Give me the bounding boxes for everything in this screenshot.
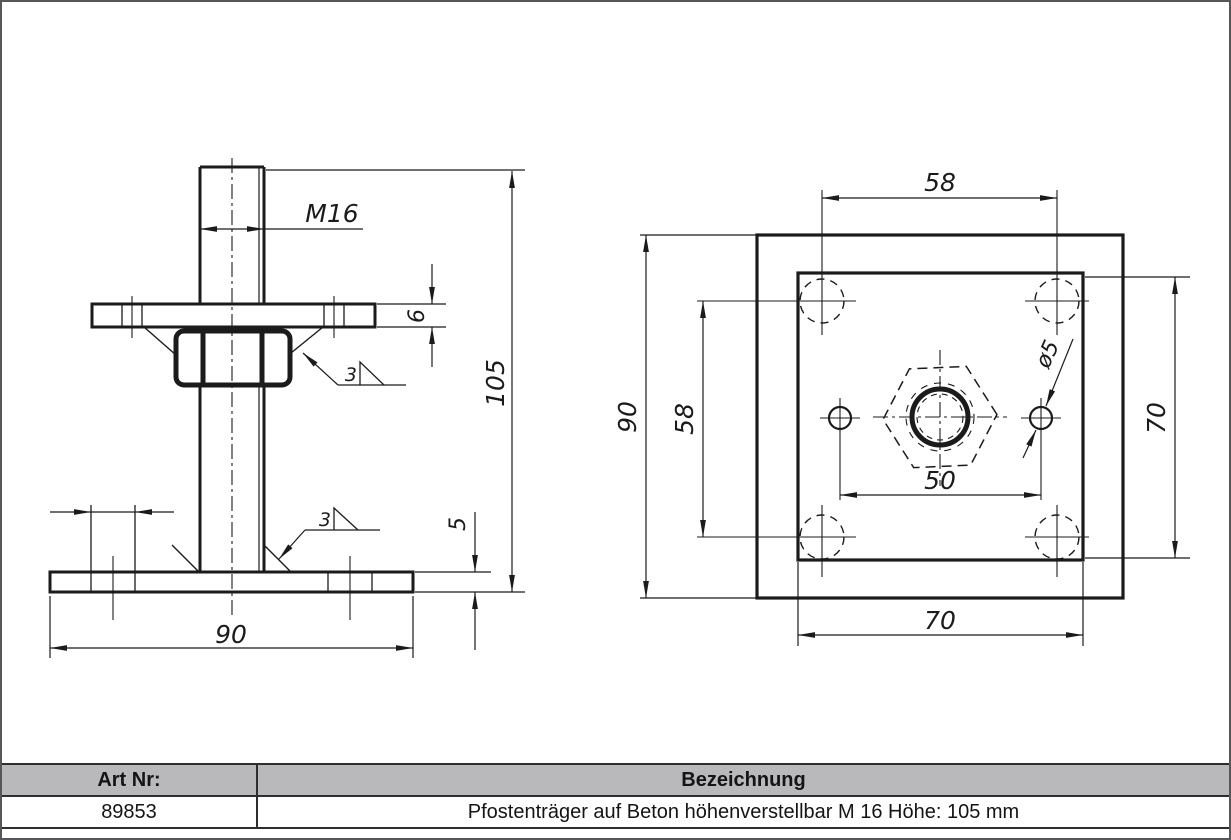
dim-50-label: 50 bbox=[924, 466, 956, 495]
dim-105: 105 bbox=[266, 169, 525, 593]
dim-58-top: 58 bbox=[822, 168, 1057, 201]
art-nr-value: 89853 bbox=[2, 797, 258, 827]
front-view: M16 105 6 5 bbox=[48, 158, 525, 658]
bezeichnung-value: Pfostenträger auf Beton höhenverstellbar… bbox=[467, 800, 1020, 823]
dim-m16: M16 bbox=[200, 199, 363, 232]
top-plate-outline bbox=[796, 271, 1085, 562]
weld-fillets-bottom bbox=[171, 544, 293, 574]
threaded-rod bbox=[198, 165, 266, 572]
small-holes bbox=[820, 398, 1061, 500]
hex-nut-front bbox=[173, 328, 293, 388]
weld-symbol-bottom-label: 3 bbox=[319, 509, 331, 531]
dim-70-bottom: 70 bbox=[797, 562, 1084, 646]
table-data-row: 89853 Pfostenträger auf Beton höhenverst… bbox=[2, 797, 1229, 829]
weld-symbol-top-label: 3 bbox=[345, 364, 357, 386]
dim-5: 5 bbox=[415, 512, 491, 650]
table-header-row: Art Nr: Bezeichnung bbox=[2, 765, 1229, 797]
dim-6-label: 6 bbox=[405, 309, 430, 323]
weld-symbol-top: 3 bbox=[302, 352, 406, 386]
center-nut-hole bbox=[873, 350, 1007, 486]
dim-58-left: 58 bbox=[670, 301, 706, 537]
base-plate-front bbox=[48, 505, 415, 620]
dim-70-right: 70 bbox=[1085, 276, 1190, 559]
bezeichnung-header: Bezeichnung bbox=[681, 768, 806, 791]
dim-90-front: 90 bbox=[49, 596, 414, 658]
dim-5-label: 5 bbox=[446, 517, 471, 531]
corner-holes bbox=[697, 190, 1089, 577]
title-table: Art Nr: Bezeichnung 89853 Pfostenträger … bbox=[2, 763, 1229, 829]
dim-90-front-label: 90 bbox=[215, 620, 247, 649]
dim-50: 50 bbox=[840, 466, 1041, 498]
dim-90-left-label: 90 bbox=[613, 401, 642, 433]
top-plate-front bbox=[90, 296, 377, 338]
dim-70-right-label: 70 bbox=[1142, 402, 1171, 434]
art-nr-header: Art Nr: bbox=[2, 765, 258, 795]
dim-58-top-label: 58 bbox=[924, 168, 956, 197]
weld-symbol-bottom: 3 bbox=[278, 506, 380, 560]
dim-70-bottom-label: 70 bbox=[924, 606, 956, 635]
dim-90-left: 90 bbox=[613, 234, 757, 599]
hex-nut-hidden bbox=[882, 365, 998, 469]
dim-dia5-label: ø5 bbox=[1031, 337, 1065, 373]
dim-58-left-label: 58 bbox=[670, 403, 699, 435]
top-view: 58 90 58 70 70 bbox=[613, 168, 1190, 646]
base-plate-outline bbox=[755, 233, 1125, 600]
weld-fillets-top bbox=[143, 326, 324, 356]
dim-m16-label: M16 bbox=[305, 199, 358, 228]
dim-6: 6 bbox=[377, 264, 446, 367]
dim-105-label: 105 bbox=[481, 359, 510, 407]
technical-drawing: M16 105 6 5 bbox=[48, 158, 1190, 658]
dim-dia5: ø5 bbox=[1022, 337, 1074, 459]
